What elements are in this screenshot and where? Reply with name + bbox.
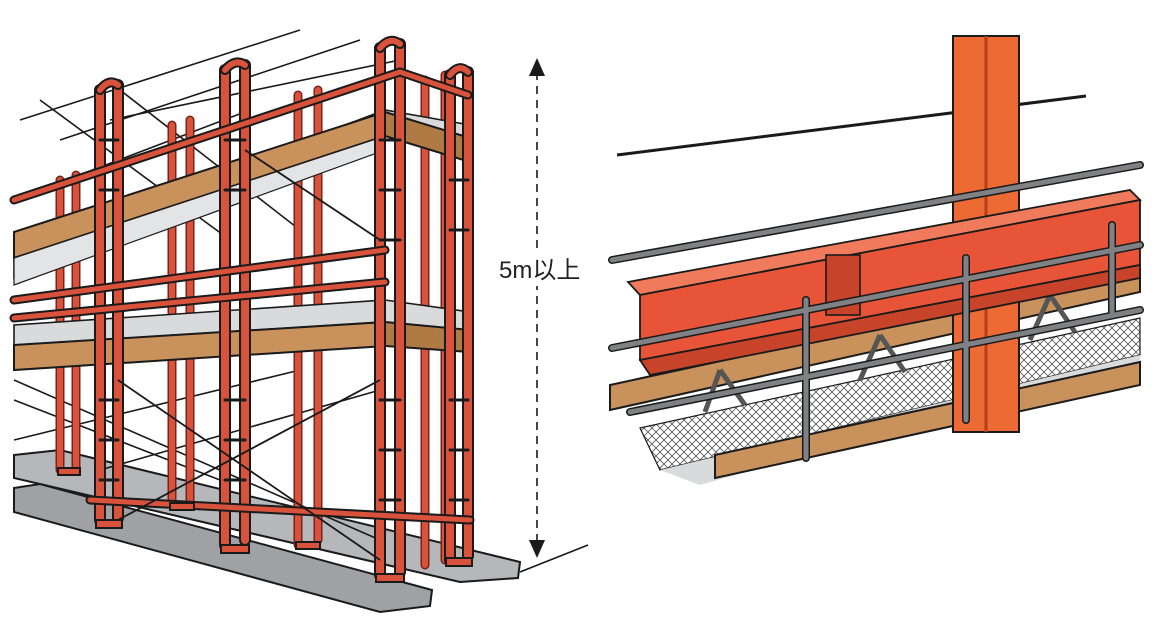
guard-rails	[9, 67, 475, 525]
cross-braces-front	[117, 149, 381, 561]
beam-scaffold	[608, 35, 1144, 485]
ground-reference-line	[519, 544, 589, 573]
steel-beam	[626, 189, 1142, 376]
frame-scaffolding	[9, 29, 522, 614]
arrow-down-icon	[529, 540, 545, 558]
upper-deck-under	[13, 135, 386, 286]
beam-bottom-flange	[638, 263, 1141, 376]
height-label: 5m以上	[499, 257, 580, 284]
height-dimension: 5m以上	[496, 58, 589, 573]
beam-guard-rails	[608, 161, 1144, 462]
arrow-up-icon	[529, 58, 545, 76]
jack-bases	[57, 467, 473, 583]
front-frames	[94, 35, 474, 581]
